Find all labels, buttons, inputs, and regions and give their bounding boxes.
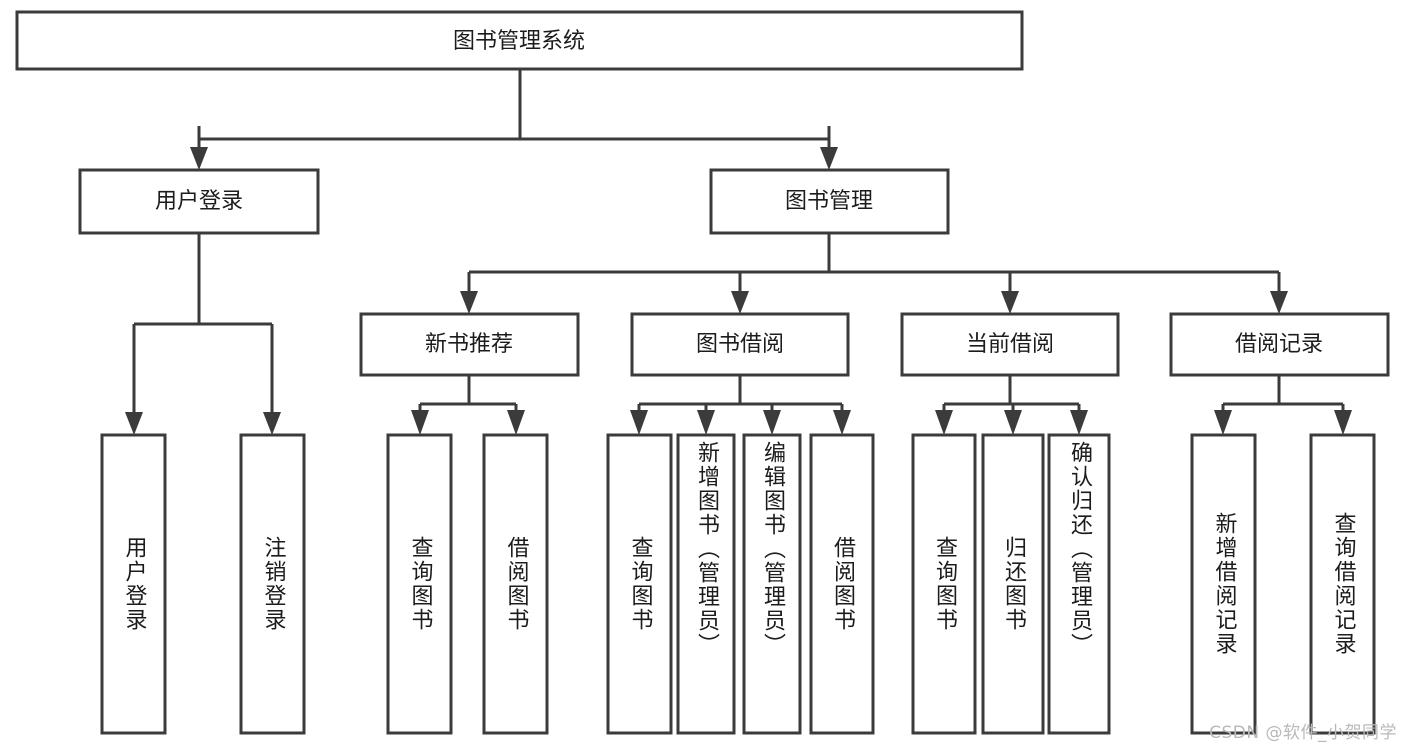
leaf-add-record-box[interactable] [1190,433,1257,735]
leaf-user-login-box[interactable] [100,433,167,735]
node-current-borrow-box[interactable] [900,312,1120,377]
leaf-borrow-book-2-box[interactable] [809,433,875,735]
node-book-manage-label: 图书管理 [785,189,873,214]
arrowhead-book-manage [820,147,838,170]
node-new-book-recommend[interactable]: 新书推荐 [359,312,580,377]
node-book-manage-box[interactable] [709,168,950,235]
arrowhead-user-login [190,147,208,170]
leaf-edit-book-box[interactable] [742,433,802,735]
arrowhead-leaf-edit-book [763,410,781,435]
leaf-return-book-box[interactable] [981,433,1045,735]
arrowhead-current-borrow [1001,291,1019,314]
leaf-query-book-3-box[interactable] [911,433,977,735]
node-root[interactable]: 图书管理系统 [15,10,1024,71]
node-borrow-record[interactable]: 借阅记录 [1169,312,1390,377]
leaf-query-record-box[interactable] [1309,433,1376,735]
node-user-login[interactable]: 用户登录 [78,168,320,235]
node-current-borrow[interactable]: 当前借阅 [900,312,1120,377]
node-borrow-record-box[interactable] [1169,312,1390,377]
node-user-login-box[interactable] [78,168,320,235]
node-root-label: 图书管理系统 [453,29,585,54]
leaf-boxes [100,433,1376,735]
arrowhead-book-borrow [731,291,749,314]
node-book-borrow-box[interactable] [630,312,850,377]
arrowhead-leaf-return-book [1004,410,1022,435]
arrowhead-leaf-borrow-book-1 [507,410,525,435]
arrowhead-leaf-user-logout [263,412,281,435]
arrowhead-leaf-confirm-return [1070,410,1088,435]
node-root-box[interactable] [15,10,1024,71]
watermark-text: CSDN @软件_小贺同学 [1209,723,1397,743]
node-book-borrow[interactable]: 图书借阅 [630,312,850,377]
node-new-book-recommend-box[interactable] [359,312,580,377]
leaf-query-book-2-box[interactable] [606,433,673,735]
arrowhead-borrow-record [1270,291,1288,314]
leaf-confirm-return-box[interactable] [1047,433,1111,735]
node-borrow-record-label: 借阅记录 [1235,332,1323,357]
arrowhead-leaf-borrow-book-2 [833,410,851,435]
arrowhead-leaf-add-book [697,410,715,435]
arrowhead-leaf-user-login [125,412,143,435]
arrowhead-leaf-query-record [1334,410,1352,435]
arrowhead-leaf-add-record [1214,410,1232,435]
node-current-borrow-label: 当前借阅 [966,332,1054,357]
arrowhead-leaf-query-book-2 [630,410,648,435]
leaf-user-logout-box[interactable] [239,433,306,735]
leaf-add-book-box[interactable] [676,433,736,735]
connector-group [125,69,1352,435]
arrowhead-new-book-recommend [460,291,478,314]
node-book-borrow-label: 图书借阅 [696,332,784,357]
arrowhead-leaf-query-book-3 [935,410,953,435]
leaf-borrow-book-1-box[interactable] [482,433,549,735]
node-book-manage[interactable]: 图书管理 [709,168,950,235]
node-user-login-label: 用户登录 [155,189,243,214]
node-new-book-recommend-label: 新书推荐 [425,332,513,357]
arrowhead-leaf-query-book-1 [411,410,429,435]
leaf-query-book-1-box[interactable] [386,433,453,735]
